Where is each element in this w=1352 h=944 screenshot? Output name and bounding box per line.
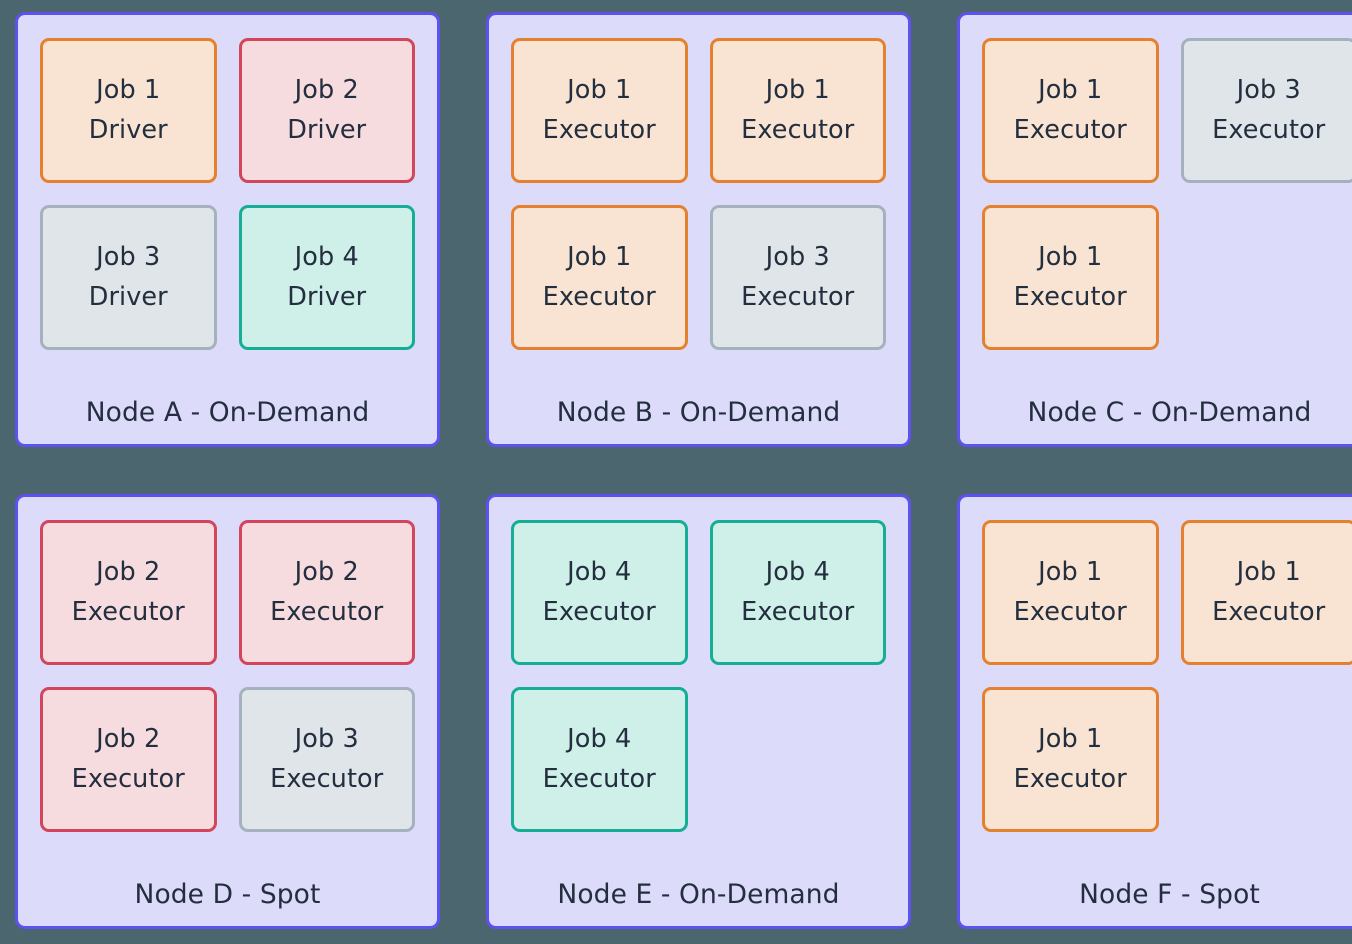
job-slot[interactable]: Job 4 Executor [709,520,886,665]
job-slot-role: Executor [542,596,656,627]
job-slot-job: Job 4 [567,723,632,754]
job-slot-role: Executor [741,281,855,312]
job-slot-role: Executor [741,114,855,145]
job-slot-job: Job 1 [1038,74,1103,105]
job-slot[interactable]: Job 1 Executor [511,205,688,350]
job-slot-role: Executor [71,763,185,794]
job-slot-job: Job 2 [96,556,161,587]
node-f-slot-grid: Job 1 Executor Job 1 Executor Job 1 Exec… [982,520,1352,832]
job-slot-role: Executor [1013,596,1127,627]
node-panel-b[interactable]: Job 1 Executor Job 1 Executor Job 1 Exec… [486,12,911,447]
job-slot-role: Executor [270,596,384,627]
job-slot-job: Job 1 [1038,556,1103,587]
job-slot[interactable]: Job 3 Executor [709,205,886,350]
job-slot-role: Executor [542,763,656,794]
job-slot[interactable]: Job 1 Executor [982,38,1159,183]
job-slot-empty [1181,205,1352,350]
job-slot-role: Executor [1013,281,1127,312]
job-slot[interactable]: Job 4 Executor [511,687,688,832]
job-slot-role: Executor [270,763,384,794]
job-slot-job: Job 3 [294,723,359,754]
job-slot-role: Driver [88,281,168,312]
job-slot-job: Job 1 [765,74,830,105]
job-slot-role: Executor [542,281,656,312]
node-b-slot-grid: Job 1 Executor Job 1 Executor Job 1 Exec… [511,38,886,350]
job-slot-job: Job 4 [294,241,359,272]
node-panel-c[interactable]: Job 1 Executor Job 3 Executor Job 1 Exec… [957,12,1352,447]
node-label-d: Node D - Spot [134,879,321,910]
job-slot[interactable]: Job 1 Executor [511,38,688,183]
job-slot-empty [1181,687,1352,832]
job-slot-job: Job 1 [567,241,632,272]
job-slot-job: Job 2 [294,74,359,105]
node-label-a: Node A - On-Demand [85,397,370,428]
job-slot-job: Job 1 [567,74,632,105]
node-a-slot-grid: Job 1 Driver Job 2 Driver Job 3 Driver J… [40,38,415,350]
job-slot[interactable]: Job 3 Executor [1180,38,1352,183]
job-slot-role: Executor [1212,114,1326,145]
job-slot[interactable]: Job 2 Executor [40,687,217,832]
node-c-slot-grid: Job 1 Executor Job 3 Executor Job 1 Exec… [982,38,1352,350]
job-slot[interactable]: Job 4 Driver [238,205,415,350]
job-slot[interactable]: Job 1 Executor [709,38,886,183]
job-slot-role: Driver [88,114,168,145]
job-slot-job: Job 2 [294,556,359,587]
job-slot-role: Driver [287,114,367,145]
job-slot[interactable]: Job 1 Executor [982,205,1159,350]
job-slot-role: Executor [741,596,855,627]
job-slot[interactable]: Job 1 Executor [982,520,1159,665]
job-slot-job: Job 4 [765,556,830,587]
job-slot[interactable]: Job 1 Executor [1180,520,1352,665]
node-panel-d[interactable]: Job 2 Executor Job 2 Executor Job 2 Exec… [15,494,440,929]
node-e-slot-grid: Job 4 Executor Job 4 Executor Job 4 Exec… [511,520,886,832]
job-slot[interactable]: Job 1 Driver [40,38,217,183]
node-label-e: Node E - On-Demand [557,879,840,910]
job-slot[interactable]: Job 3 Executor [238,687,415,832]
job-slot-job: Job 1 [96,74,161,105]
node-label-f: Node F - Spot [1079,879,1260,910]
job-slot-job: Job 1 [1236,556,1301,587]
job-slot-job: Job 1 [1038,241,1103,272]
node-label-c: Node C - On-Demand [1027,397,1312,428]
job-slot-empty [710,687,887,832]
job-slot-role: Executor [1013,763,1127,794]
job-slot[interactable]: Job 4 Executor [511,520,688,665]
job-slot-role: Executor [1212,596,1326,627]
job-slot-role: Executor [1013,114,1127,145]
job-slot[interactable]: Job 2 Executor [238,520,415,665]
job-slot[interactable]: Job 2 Driver [238,38,415,183]
node-panel-a[interactable]: Job 1 Driver Job 2 Driver Job 3 Driver J… [15,12,440,447]
job-slot-role: Executor [71,596,185,627]
job-slot-job: Job 2 [96,723,161,754]
job-slot[interactable]: Job 1 Executor [982,687,1159,832]
node-label-b: Node B - On-Demand [556,397,841,428]
job-slot[interactable]: Job 2 Executor [40,520,217,665]
job-slot-job: Job 3 [765,241,830,272]
job-slot-role: Driver [287,281,367,312]
job-slot-job: Job 3 [1236,74,1301,105]
node-panel-e[interactable]: Job 4 Executor Job 4 Executor Job 4 Exec… [486,494,911,929]
job-slot-job: Job 4 [567,556,632,587]
job-slot-role: Executor [542,114,656,145]
job-slot-job: Job 3 [96,241,161,272]
job-slot[interactable]: Job 3 Driver [40,205,217,350]
job-slot-job: Job 1 [1038,723,1103,754]
node-d-slot-grid: Job 2 Executor Job 2 Executor Job 2 Exec… [40,520,415,832]
node-panel-f[interactable]: Job 1 Executor Job 1 Executor Job 1 Exec… [957,494,1352,929]
